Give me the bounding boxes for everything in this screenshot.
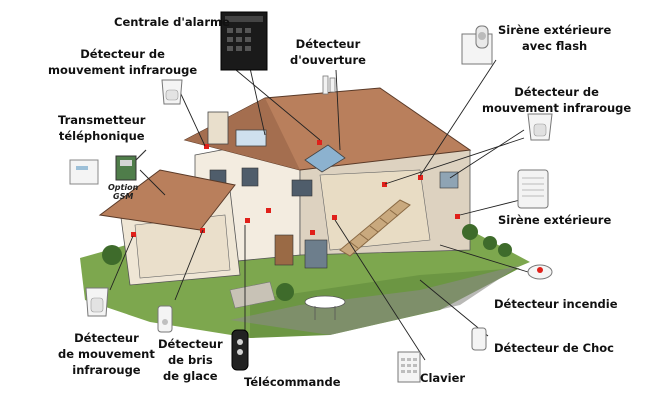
label-line: mouvement infrarouge <box>482 101 632 115</box>
pir-sensor-top-left <box>161 79 183 105</box>
label-line: Détecteur <box>295 37 361 51</box>
label-line: avec flash <box>522 39 588 53</box>
label-line: Option <box>108 183 139 192</box>
label-sirene-ext-flash: Sirène extérieure avec flash <box>498 22 611 54</box>
label-line: mouvement infrarouge <box>48 63 198 77</box>
label-line: Détecteur de <box>514 85 599 99</box>
keypad-device <box>397 351 421 383</box>
glass-break-device <box>157 305 173 333</box>
outdoor-siren-device <box>517 169 549 209</box>
label-line: Sirène extérieure <box>498 23 612 37</box>
door-contact-device <box>322 75 336 95</box>
smoke-detector-device <box>527 264 553 280</box>
label-line: de mouvement <box>58 347 155 361</box>
label-telecommande: Télécommande <box>244 375 341 389</box>
label-line: Détecteur de <box>80 47 165 61</box>
leader-lines <box>109 59 529 361</box>
phone-transmitter-device <box>69 159 99 185</box>
label-line: Détecteur <box>74 331 139 345</box>
pir-sensor-bottom <box>85 287 109 317</box>
label-line: d'ouverture <box>290 53 366 67</box>
label-line: de bris <box>167 353 213 367</box>
label-line: de glace <box>163 369 218 383</box>
label-sirene-exterieure: Sirène extérieure <box>498 213 612 227</box>
label-detecteur-choc: Détecteur de Choc <box>494 341 614 355</box>
bushes <box>102 224 512 301</box>
alarm-panel-device <box>220 11 268 71</box>
shock-detector-device <box>471 327 487 351</box>
label-detecteur-mouvement-right: Détecteur de mouvement infrarouge <box>482 84 631 116</box>
label-centrale-alarme: Centrale d'alarme <box>114 15 230 29</box>
label-detecteur-ouverture: Détecteur d'ouverture <box>290 36 366 68</box>
sensor-markers <box>131 140 460 237</box>
remote-control-device <box>231 329 249 371</box>
roof <box>98 87 472 231</box>
label-detecteur-bris: Détecteur de bris de glace <box>158 336 223 384</box>
siren-flash-device <box>461 25 493 65</box>
label-line: GSM <box>113 192 134 201</box>
label-transmetteur: Transmetteur téléphonique <box>58 112 145 144</box>
label-detecteur-incendie: Détecteur incendie <box>494 297 618 311</box>
label-option-gsm: Option GSM <box>108 183 138 201</box>
pir-sensor-right <box>527 113 553 141</box>
gsm-module-device <box>115 149 147 181</box>
label-line: Détecteur <box>158 337 223 351</box>
label-detecteur-mouvement-bottom: Détecteur de mouvement infrarouge <box>58 330 155 378</box>
label-line: infrarouge <box>72 363 141 377</box>
label-clavier: Clavier <box>420 371 466 385</box>
garden-table <box>304 295 346 320</box>
label-line: Transmetteur <box>58 113 146 127</box>
label-detecteur-mouvement-top-left: Détecteur de mouvement infrarouge <box>48 46 197 78</box>
label-line: téléphonique <box>58 129 145 143</box>
